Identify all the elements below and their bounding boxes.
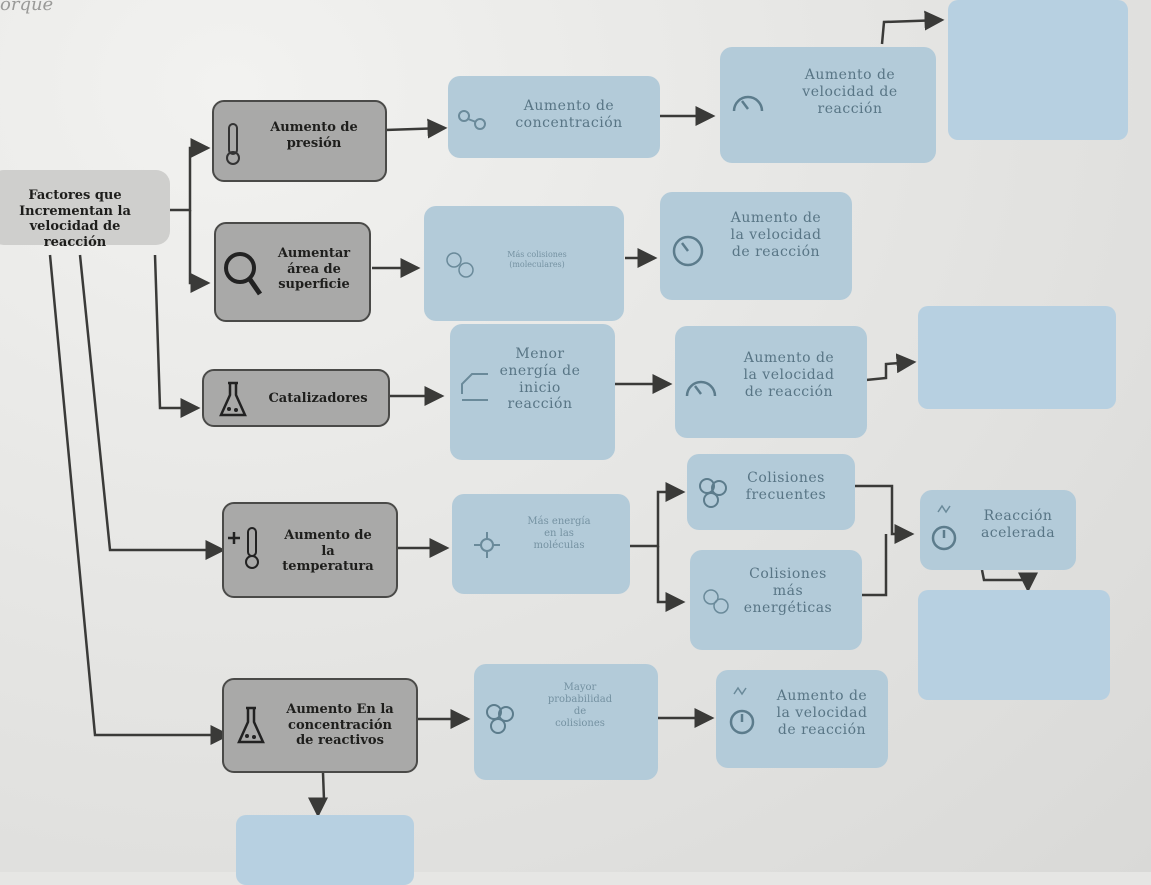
factor-superficie: Aumentar área de superficie <box>214 222 371 322</box>
molecules-icon <box>703 589 729 614</box>
effect-velocidad-3-label: Aumento de la velocidad de reacción <box>743 350 835 400</box>
factor-concentracion-reactivos: Aumento En la concentración de reactivos <box>222 678 418 773</box>
factor-concentracion-label: Aumento En la concentración de reactivos <box>286 702 394 749</box>
effect-mas-energia-moleculas: Más energía en las moléculas <box>452 494 630 594</box>
gauge-icon <box>672 235 704 267</box>
gauge-icon <box>732 95 764 112</box>
factor-catalizadores-label: Catalizadores <box>268 391 368 406</box>
flask-icon <box>219 381 247 417</box>
effect-velocidad-2: Aumento de la velocidad de reacción <box>660 192 852 300</box>
effect-colisiones-energeticas: Colisiones más energéticas <box>690 550 862 650</box>
effect-colisiones-energeticas-label: Colisiones más energéticas <box>743 566 833 616</box>
empty-box-3 <box>918 590 1110 700</box>
factor-presion: Aumento de presión <box>212 100 387 182</box>
gauge-icon <box>729 686 755 735</box>
flask-icon <box>237 706 265 744</box>
empty-box-1 <box>948 0 1128 140</box>
effect-mas-colisiones-label: Más colisiones (moleculares) <box>507 250 567 269</box>
effect-velocidad-1: Aumento de velocidad de reacción <box>720 47 936 163</box>
effect-mas-colisiones: Más colisiones (moleculares) <box>424 206 624 321</box>
effect-reaccion-acelerada: Reacción acelerada <box>920 490 1076 570</box>
thermometer-plus-icon <box>228 527 259 569</box>
effect-mas-energia-label: Más energía en las moléculas <box>527 516 591 551</box>
effect-velocidad-4: Aumento de la velocidad de reacción <box>716 670 888 768</box>
top-fragment: orque <box>0 0 54 15</box>
effect-menor-energia: Menor energía de inicio reacción <box>450 324 615 460</box>
effect-mayor-probabilidad-label: Mayor probabilidad de colisiones <box>547 682 613 729</box>
factor-temperatura-label: Aumento de la temperatura <box>282 528 374 575</box>
factor-temperatura: Aumento de la temperatura <box>222 502 398 598</box>
gauge-icon <box>931 504 957 551</box>
effect-velocidad-1-label: Aumento de velocidad de reacción <box>802 67 898 117</box>
root-label: Factores que Incrementan la velocidad de… <box>19 188 131 250</box>
root-node <box>0 170 170 245</box>
effect-mayor-probabilidad: Mayor probabilidad de colisiones <box>474 664 658 780</box>
molecules-icon <box>486 704 514 734</box>
thermometer-icon <box>226 123 240 165</box>
effect-aumento-concentracion-label: Aumento de concentración <box>515 98 623 131</box>
effect-velocidad-4-label: Aumento de la velocidad de reacción <box>776 688 868 738</box>
molecule-icon <box>474 532 500 558</box>
factor-presion-label: Aumento de presión <box>270 120 358 151</box>
gauge-icon <box>685 380 717 397</box>
empty-box-2 <box>918 306 1116 409</box>
magnifier-icon <box>224 252 263 296</box>
effect-colisiones-frecuentes-label: Colisiones frecuentes <box>745 470 827 503</box>
factor-superficie-label: Aumentar área de superficie <box>277 246 351 293</box>
molecules-icon <box>699 478 727 508</box>
empty-box-4 <box>236 815 414 885</box>
molecules-icon <box>446 252 474 278</box>
factor-catalizadores: Catalizadores <box>202 369 390 427</box>
effect-aumento-concentracion: Aumento de concentración <box>448 76 660 158</box>
energy-icon <box>461 373 488 401</box>
effect-velocidad-3: Aumento de la velocidad de reacción <box>675 326 867 438</box>
effect-reaccion-acelerada-label: Reacción acelerada <box>980 508 1056 541</box>
effect-colisiones-frecuentes: Colisiones frecuentes <box>687 454 855 530</box>
effect-velocidad-2-label: Aumento de la velocidad de reacción <box>730 210 822 260</box>
effect-menor-energia-label: Menor energía de inicio reacción <box>499 346 581 413</box>
molecules-icon <box>458 110 486 130</box>
